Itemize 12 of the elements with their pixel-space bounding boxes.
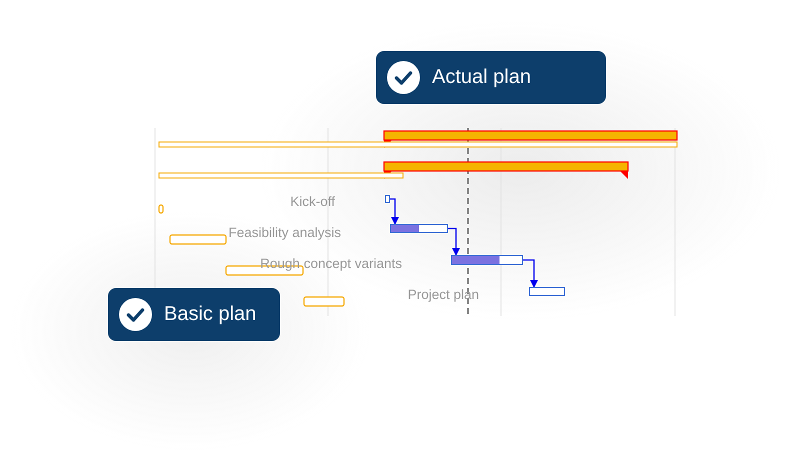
task-bar (529, 287, 565, 296)
task-bar (385, 195, 390, 203)
badge-label: Basic plan (164, 303, 256, 326)
task-label: Kick-off (290, 194, 335, 210)
task-bar (451, 255, 523, 265)
task-label: Project plan (408, 287, 479, 303)
badge-label: Actual plan (432, 66, 531, 89)
dependency-arrow (390, 198, 399, 225)
task-label: Feasibility analysis (228, 225, 341, 241)
dependency-arrow (523, 259, 538, 288)
task-bar (390, 224, 448, 233)
dependency-arrow (448, 228, 460, 256)
